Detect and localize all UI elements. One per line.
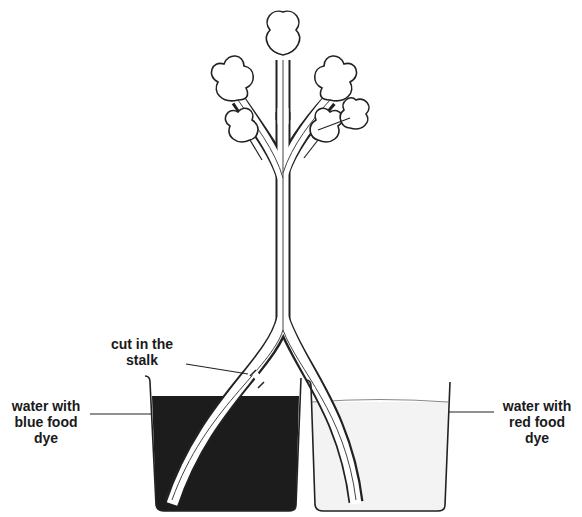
leader-line bbox=[90, 364, 494, 414]
cut-mark bbox=[250, 370, 264, 388]
celery-leaves bbox=[211, 11, 368, 142]
stalk-body bbox=[172, 58, 356, 504]
part-label: cut in the stalk bbox=[100, 336, 184, 368]
part-label: water with red food dye bbox=[496, 398, 578, 446]
beaker bbox=[145, 376, 450, 511]
cut-gap bbox=[254, 372, 262, 384]
leaf-stems bbox=[250, 118, 350, 160]
stalk-vein bbox=[172, 60, 356, 500]
part-label: water with blue food dye bbox=[4, 398, 88, 446]
